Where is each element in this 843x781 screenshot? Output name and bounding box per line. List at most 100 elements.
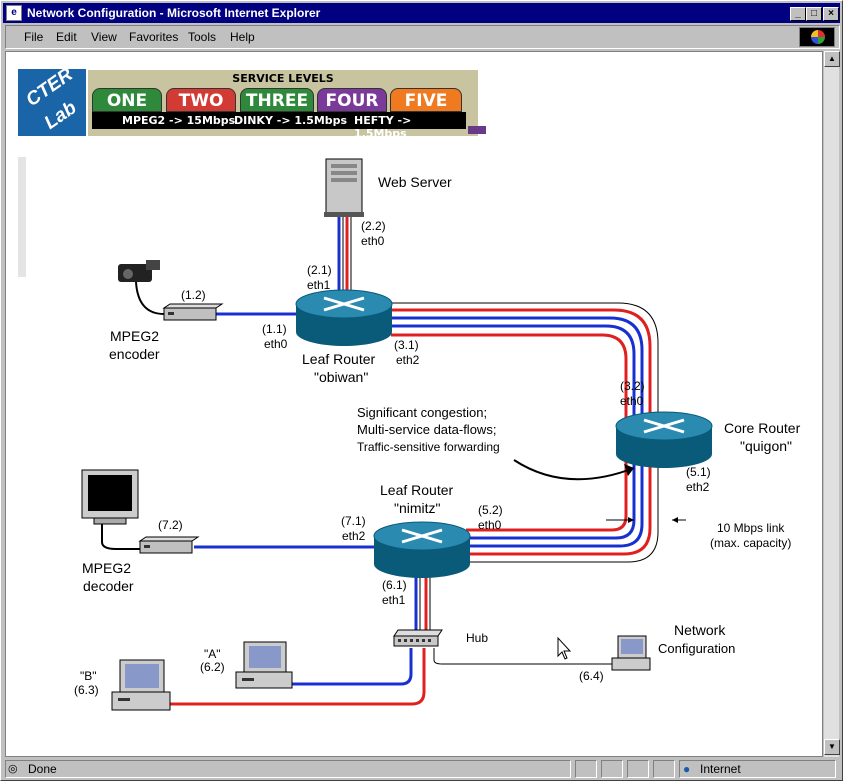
nimitz-eth2-addr: (7.1) bbox=[341, 514, 366, 528]
decoder-label-1: MPEG2 bbox=[82, 560, 132, 576]
quigon-label-2: "quigon" bbox=[740, 438, 792, 454]
hub-label: Hub bbox=[466, 631, 489, 645]
status-text: Done bbox=[28, 762, 57, 776]
window-title: Network Configuration - Microsoft Intern… bbox=[27, 6, 321, 20]
level-one: ONE bbox=[92, 88, 162, 112]
obiwan-eth1: eth1 bbox=[307, 278, 331, 292]
web-server-addr: (2.2) bbox=[361, 219, 386, 233]
obiwan-eth0-addr: (1.1) bbox=[262, 322, 287, 336]
web-server-label: Web Server bbox=[378, 174, 452, 190]
pc-netconf-icon bbox=[611, 635, 651, 671]
menu-favorites[interactable]: Favorites bbox=[129, 30, 179, 44]
cter-lab-logo: CTER Lab bbox=[18, 64, 86, 136]
level-three: THREE bbox=[240, 88, 314, 112]
security-zone: Internet bbox=[700, 762, 741, 776]
service-levels-banner: SERVICE LEVELS ONE TWO THREE FOUR FIVE M… bbox=[88, 70, 486, 140]
mouse-cursor-icon bbox=[557, 636, 572, 660]
congestion-note-3: Traffic-sensitive forwarding bbox=[357, 440, 500, 454]
obiwan-eth2: eth2 bbox=[396, 353, 420, 367]
video-camera-icon bbox=[118, 260, 160, 282]
link-hub-netconf bbox=[433, 648, 614, 665]
scroll-up-button[interactable]: ▲ bbox=[824, 51, 840, 67]
ie-throbber-icon bbox=[799, 27, 835, 47]
status-text-pane: ◎ Done bbox=[5, 760, 571, 778]
host-b-name: "B" bbox=[80, 669, 97, 683]
menu-help[interactable]: Help bbox=[230, 30, 255, 44]
menu-bar: File Edit View Favorites Tools Help bbox=[5, 25, 840, 49]
router-quigon-icon bbox=[615, 411, 713, 468]
banner-accent bbox=[468, 126, 486, 134]
router-obiwan-icon bbox=[295, 289, 393, 346]
web-server-iface: eth0 bbox=[361, 234, 385, 248]
link-webserver-obiwan bbox=[337, 214, 352, 298]
quigon-eth2: eth2 bbox=[686, 480, 710, 494]
encoder-addr: (1.2) bbox=[181, 288, 206, 302]
nimitz-label-1: Leaf Router bbox=[380, 482, 454, 498]
quigon-eth0-addr: (3.2) bbox=[620, 379, 645, 393]
decoder-label-2: decoder bbox=[83, 578, 134, 594]
close-button[interactable]: × bbox=[823, 7, 839, 21]
service-levels-title: SERVICE LEVELS bbox=[232, 72, 334, 85]
ie-page-icon: e bbox=[6, 5, 22, 21]
obiwan-eth0: eth0 bbox=[264, 337, 288, 351]
netconf-label-1: Network bbox=[674, 622, 726, 638]
vertical-scrollbar[interactable]: ▲ ▼ bbox=[823, 51, 840, 757]
link-capacity-label-1: 10 Mbps link bbox=[717, 521, 785, 535]
pc-host-a-icon bbox=[235, 641, 293, 689]
level-five: FIVE bbox=[390, 88, 462, 112]
nimitz-eth2: eth2 bbox=[342, 529, 366, 543]
obiwan-label-2: "obiwan" bbox=[314, 369, 369, 385]
link-hub-host-a bbox=[291, 648, 413, 686]
link-obiwan-quigon bbox=[391, 302, 659, 422]
minimize-button[interactable]: _ bbox=[790, 7, 806, 21]
obiwan-eth2-addr: (3.1) bbox=[394, 338, 419, 352]
host-a-addr: (6.2) bbox=[200, 660, 225, 674]
service-rates-strip: MPEG2 -> 15Mbps DINKY -> 1.5Mbps HEFTY -… bbox=[92, 112, 466, 140]
decoder-monitor-icon bbox=[81, 469, 139, 525]
nimitz-eth1: eth1 bbox=[382, 593, 406, 607]
scroll-down-button[interactable]: ▼ bbox=[824, 739, 840, 755]
decoder-box-icon bbox=[138, 536, 200, 554]
globe-icon: ● bbox=[683, 762, 691, 776]
host-b-addr: (6.3) bbox=[74, 683, 99, 697]
nimitz-eth0: eth0 bbox=[478, 518, 502, 532]
nimitz-eth0-addr: (5.2) bbox=[478, 503, 503, 517]
congestion-note-1: Significant congestion; bbox=[357, 405, 488, 420]
quigon-eth0: eth0 bbox=[620, 394, 644, 408]
quigon-eth2-addr: (5.1) bbox=[686, 465, 711, 479]
menu-file[interactable]: File bbox=[24, 30, 44, 44]
encoder-label-2: encoder bbox=[109, 346, 160, 362]
title-bar[interactable]: e Network Configuration - Microsoft Inte… bbox=[3, 3, 840, 23]
level-four: FOUR bbox=[317, 88, 387, 112]
link-hub-host-b bbox=[166, 648, 426, 706]
security-zone-pane: ● Internet bbox=[679, 760, 836, 778]
host-a-name: "A" bbox=[204, 647, 221, 661]
menu-tools[interactable]: Tools bbox=[188, 30, 217, 44]
maximize-button[interactable]: □ bbox=[806, 7, 822, 21]
page-done-icon: ◎ bbox=[8, 763, 18, 775]
router-nimitz-icon bbox=[373, 521, 471, 578]
menu-edit[interactable]: Edit bbox=[56, 30, 77, 44]
status-bar: ◎ Done ● Internet bbox=[3, 759, 840, 779]
quigon-label-1: Core Router bbox=[724, 420, 801, 436]
encoder-box-icon bbox=[162, 303, 224, 321]
level-two: TWO bbox=[166, 88, 236, 112]
page-content: CTER Lab SERVICE LEVELS ONE TWO THREE FO… bbox=[5, 51, 823, 757]
network-diagram bbox=[18, 157, 713, 711]
link-capacity-label-2: (max. capacity) bbox=[710, 536, 792, 550]
congestion-arrow bbox=[513, 459, 635, 481]
netconf-label-2: Configuration bbox=[658, 641, 736, 656]
netconf-addr: (6.4) bbox=[579, 669, 604, 683]
server-icon bbox=[324, 158, 364, 217]
obiwan-label-1: Leaf Router bbox=[302, 351, 376, 367]
menu-view[interactable]: View bbox=[91, 30, 117, 44]
obiwan-eth1-addr: (2.1) bbox=[307, 263, 332, 277]
pc-host-b-icon bbox=[111, 659, 171, 711]
nimitz-eth1-addr: (6.1) bbox=[382, 578, 407, 592]
nimitz-label-2: "nimitz" bbox=[394, 500, 441, 516]
decoder-addr: (7.2) bbox=[158, 518, 183, 532]
congestion-note-2: Multi-service data-flows; bbox=[357, 422, 497, 437]
link-quigon-nimitz bbox=[466, 462, 659, 563]
encoder-label-1: MPEG2 bbox=[110, 328, 160, 344]
